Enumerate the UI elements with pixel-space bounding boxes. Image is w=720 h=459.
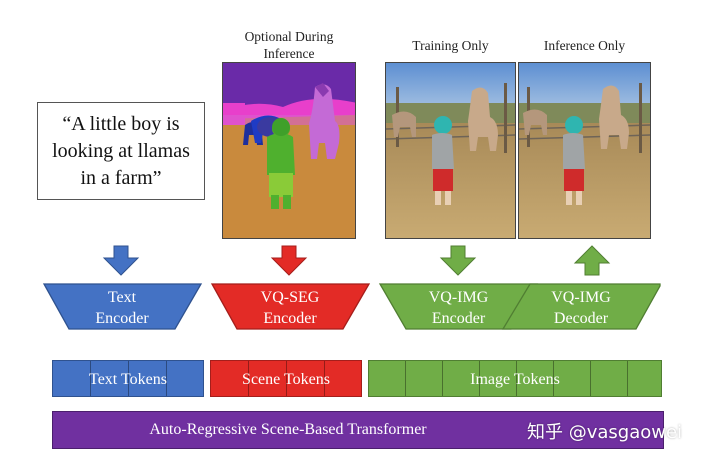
scene-tokens-bar: Scene Tokens — [210, 360, 362, 397]
scene-tokens-label: Scene Tokens — [211, 361, 361, 396]
text-encoder-label: Text Encoder — [69, 287, 175, 329]
vq-seg-encoder-label: VQ-SEG Encoder — [237, 287, 343, 329]
text-tokens-label: Text Tokens — [53, 361, 203, 396]
text-tokens-bar: Text Tokens — [52, 360, 204, 397]
vq-img-decoder-label: VQ-IMG Decoder — [526, 287, 636, 329]
image-tokens-bar: Image Tokens — [368, 360, 662, 397]
vq-img-encoder-label: VQ-IMG Encoder — [406, 287, 511, 329]
watermark-text: 知乎 @vasgaowei — [527, 418, 707, 444]
image-tokens-label: Image Tokens — [369, 361, 661, 396]
transformer-label: Auto-Regressive Scene-Based Transformer — [53, 412, 523, 448]
